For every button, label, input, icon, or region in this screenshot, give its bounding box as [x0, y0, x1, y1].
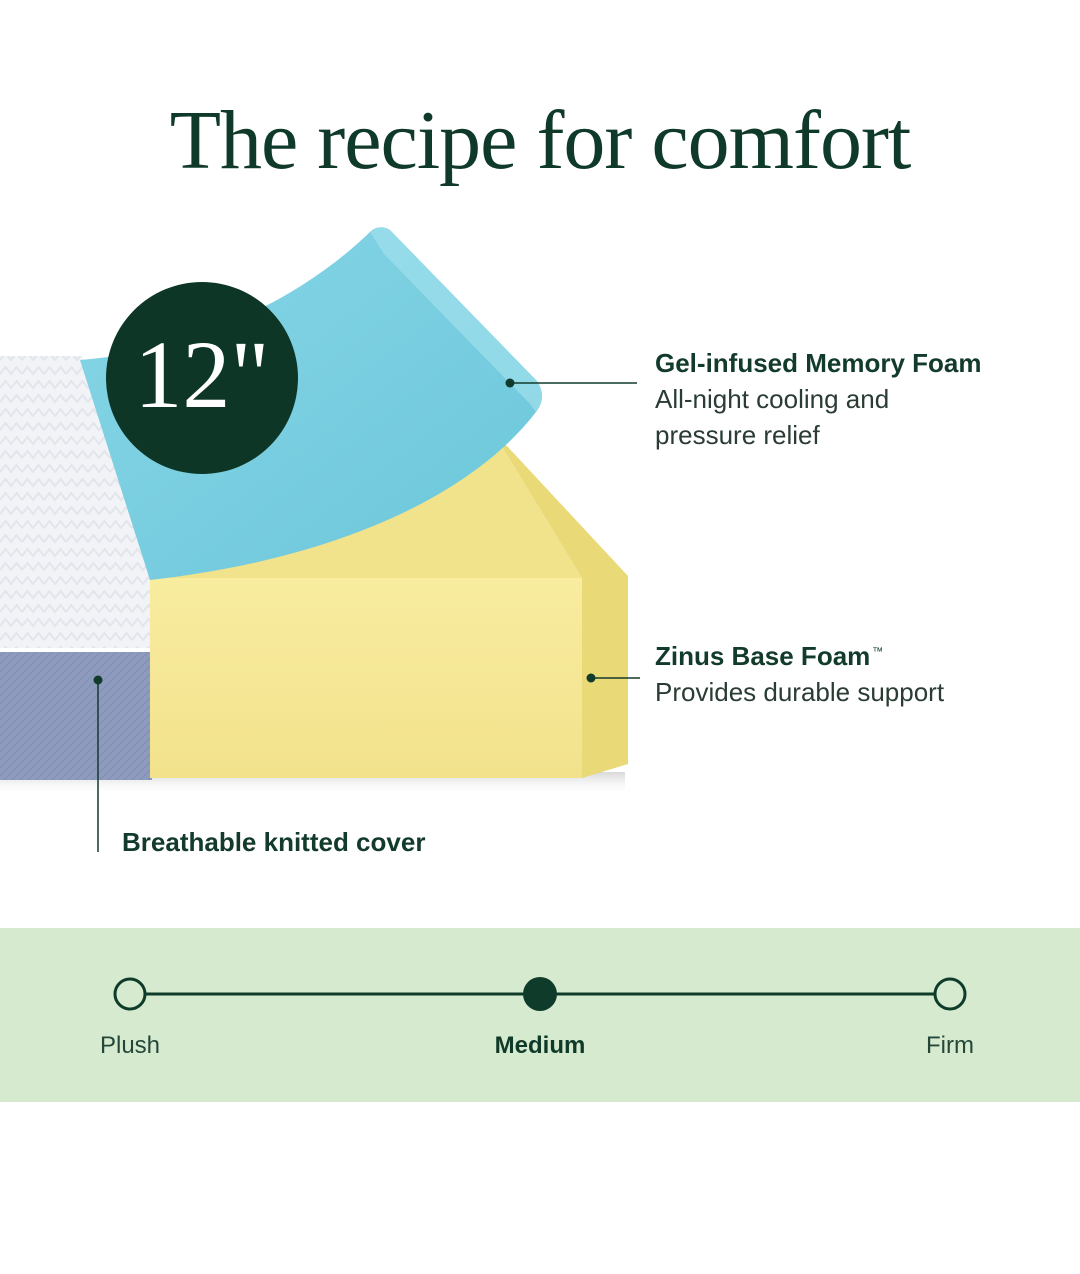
firmness-label-firm: Firm: [926, 1032, 974, 1059]
gel-foam-layer: [80, 227, 542, 580]
cover-callout: Breathable knitted cover: [122, 824, 425, 860]
gel-foam-desc-line1: All-night cooling and: [655, 384, 890, 414]
gel-foam-desc-line2: pressure relief: [655, 420, 820, 450]
base-foam-desc: Provides durable support: [655, 677, 945, 707]
firmness-dot-medium: [523, 977, 557, 1011]
gel-foam-heading: Gel-infused Memory Foam: [655, 348, 982, 378]
firmness-dot-firm: [933, 977, 967, 1011]
height-badge: 12": [106, 282, 298, 474]
cover-leader: [93, 675, 103, 852]
base-foam-heading: Zinus Base Foam: [655, 641, 871, 671]
firmness-scale: [113, 977, 967, 1011]
firmness-dot-plush: [113, 977, 147, 1011]
base-leader: [586, 673, 640, 683]
page-title: The recipe for comfort: [169, 94, 912, 187]
gel-leader: [505, 378, 637, 388]
cover-heading: Breathable knitted cover: [122, 827, 426, 857]
firmness-label-medium: Medium: [494, 1032, 586, 1059]
firmness-label-plush: Plush: [99, 1032, 161, 1059]
mattress-illustration: [0, 227, 640, 852]
trademark-mark: ™: [872, 646, 884, 658]
gel-foam-callout: Gel-infused Memory Foam All-night coolin…: [655, 345, 1055, 453]
firmness-scale-band: Plush Medium Firm: [0, 928, 1080, 1102]
knitted-cover: [0, 356, 152, 780]
height-badge-text: 12": [134, 321, 270, 428]
